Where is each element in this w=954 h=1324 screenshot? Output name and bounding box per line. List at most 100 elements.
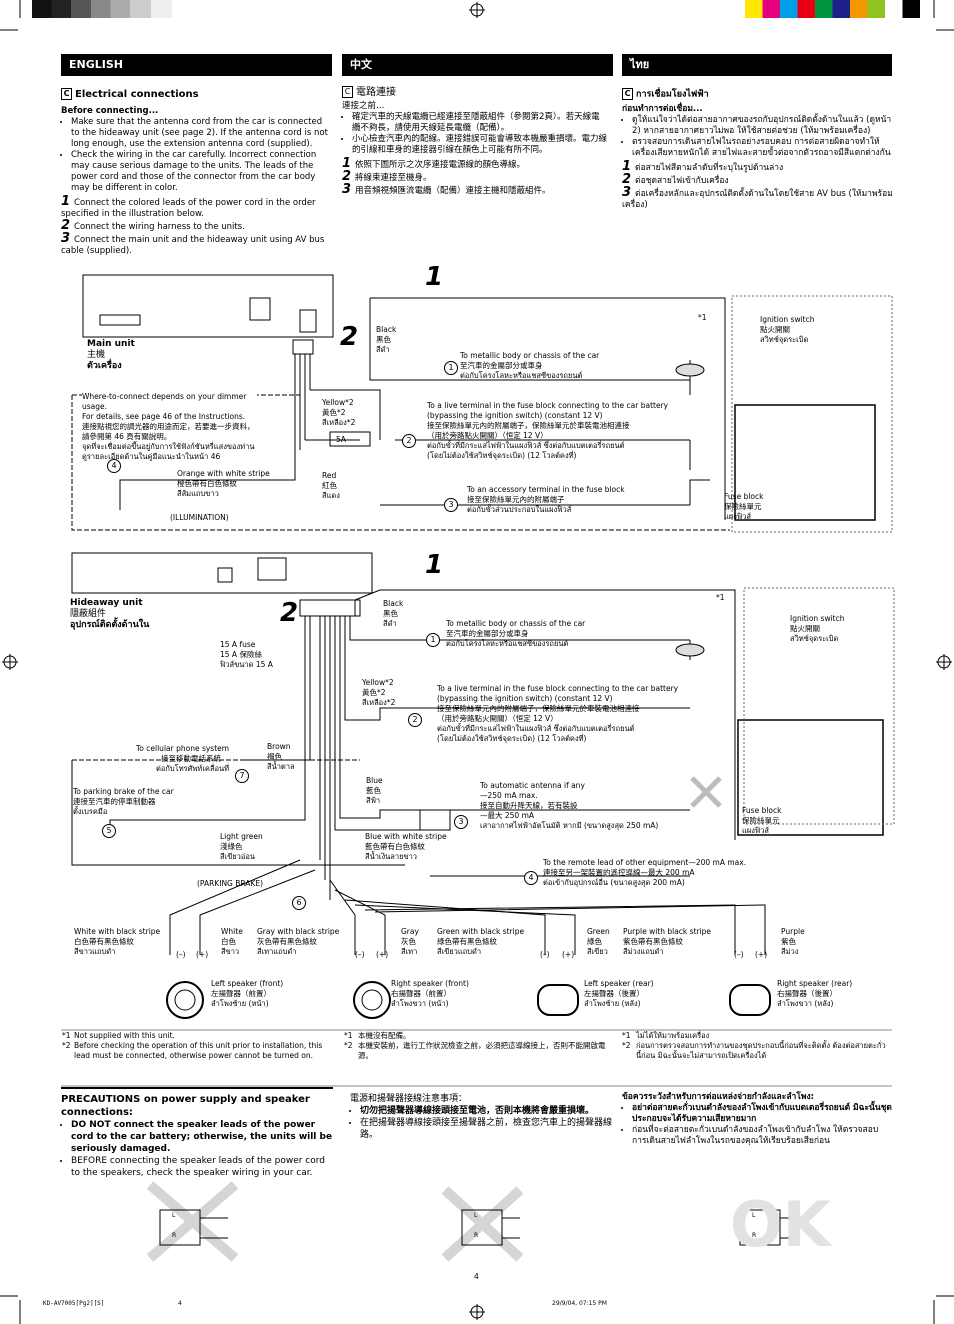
spk-right-rear: Right speaker (rear)右揚聲器（後置）ลำโพงขวา (หล… xyxy=(777,979,853,1008)
precautions-zh-2: 在把揚聲器導線接頭接至揚聲器之前，檢查您汽車上的揚聲器線路。 xyxy=(360,1117,612,1141)
d2-num-6: 6 xyxy=(292,896,306,910)
chinese-before: 連接之前… xyxy=(342,101,385,111)
spk4-plus: (+) xyxy=(755,950,768,959)
header-chinese: 中文 xyxy=(342,54,613,76)
d1-fuse-5a: 5A xyxy=(336,435,346,444)
thai-bullet-2: ตรวจสอบการเดินสายไฟในรถอย่างรอบคอบ การต่… xyxy=(632,137,894,159)
footer-date: 29/9/04, 07:15 PM xyxy=(552,1300,607,1307)
c-box: C xyxy=(61,88,72,100)
color-bar-gray xyxy=(32,0,172,18)
spk-left-front: Left speaker (front)左揚聲器（前置）ลำโพงซ้าย (ห… xyxy=(211,979,284,1008)
d2-num-3: 3 xyxy=(454,815,468,829)
d2-num-5: 5 xyxy=(102,824,116,838)
ok-r: R xyxy=(752,1232,757,1239)
spk1-plus: (+) xyxy=(196,950,209,959)
thai-bullet-1: ดูให้แน่ใจว่าได้ต่อสายอากาศของรถกับอุปกร… xyxy=(632,115,894,137)
main-unit-rear xyxy=(82,274,334,338)
callout-2-bottom: 2 xyxy=(280,598,299,628)
spk3-plus: (+) xyxy=(562,950,575,959)
precautions-th: ข้อควรระวังสำหรับการต่อแหล่งจ่ายกำลังและ… xyxy=(622,1092,892,1147)
d1-illumination: (ILLUMINATION) xyxy=(170,513,229,522)
main-unit-label: Main unit 主機 ตัวเครื่อง xyxy=(87,339,135,371)
chinese-bullet-1: 確定汽車的天線電纜已經連接至隱蔽組件（參閱第2頁）。若天線電纜不夠長，請使用天線… xyxy=(352,112,607,134)
precautions-th-2: ก่อนที่จะต่อสายตะกั่วเบนดำลังของลำโพงเข้… xyxy=(632,1125,892,1147)
d2-parking-brake: (PARKING BRAKE) xyxy=(197,879,264,888)
english-title: Electrical connections xyxy=(75,89,199,100)
ok-mark: OK xyxy=(730,1188,831,1261)
thai-title: การเชื่อมโยงไฟฟ้า xyxy=(636,89,709,100)
header-thai: ไทย xyxy=(622,54,892,76)
callout-1-top: 1 xyxy=(425,262,444,292)
d2-num-4: 4 xyxy=(524,871,538,885)
english-bullets: Make sure that the antenna cord from the… xyxy=(61,117,331,194)
english-bullet-1: Make sure that the antenna cord from the… xyxy=(71,117,331,150)
d2-num-7: 7 xyxy=(235,769,249,783)
precautions-th-title: ข้อควรระวังสำหรับการต่อแหล่งจ่ายกำลังและ… xyxy=(622,1092,815,1102)
spk3-minus: (–) xyxy=(540,950,550,959)
footer-filename: KD-AV7005[Pg2][S] xyxy=(43,1300,105,1307)
english-bullet-2: Check the wiring in the car carefully. I… xyxy=(71,150,331,194)
page-number: 4 xyxy=(474,1272,479,1281)
spk2-minus: (–) xyxy=(355,950,365,959)
d2-live-label: To a live terminal in the fuse block con… xyxy=(437,684,679,743)
d2-num-2: 2 xyxy=(408,713,422,727)
hideaway-unit-rear xyxy=(71,552,373,594)
precautions-th-1: อย่าต่อสายตะกั่วเบนดำลังของลำโพงเข้ากับแ… xyxy=(632,1103,892,1125)
callout-2-top: 2 xyxy=(340,322,359,352)
ng1-r: R xyxy=(172,1232,177,1239)
dimmer-note: Where-to-connect depends on your dimmer … xyxy=(82,392,257,462)
footer-num: 4 xyxy=(178,1300,182,1307)
d1-acc-label: To an accessory terminal in the fuse blo… xyxy=(467,485,625,514)
d1-num-2: 2 xyxy=(402,434,416,448)
precautions-zh-1: 切勿把揚聲器導線接頭接至電池，否則本機將會嚴重損壞。 xyxy=(360,1105,612,1117)
spk2-plus: (+) xyxy=(376,950,389,959)
d1-num-4: 4 xyxy=(107,459,121,473)
d1-num-1: 1 xyxy=(444,361,458,375)
d2-antenna-label: To automatic antenna if any—250 mA max.接… xyxy=(480,781,659,830)
spk-left-rear: Left speaker (rear)左揚聲器（後置）ลำโพงซ้าย (หล… xyxy=(584,979,654,1008)
color-bar-cmyk xyxy=(745,0,920,18)
d1-num-3: 3 xyxy=(444,498,458,512)
d2-remote-label: To the remote lead of other equipment—20… xyxy=(543,858,747,887)
spk1-minus: (–) xyxy=(176,950,186,959)
spk-right-front: Right speaker (front)右揚聲器（前置）ลำโพงขวา (ห… xyxy=(391,979,469,1008)
english-before: Before connecting... xyxy=(61,106,159,116)
precautions-en: PRECAUTIONS on power supply and speaker … xyxy=(61,1093,333,1179)
d1-live-label: To a live terminal in the fuse block con… xyxy=(427,401,669,460)
header-english: ENGLISH xyxy=(61,54,332,76)
ng2-l: L xyxy=(474,1212,478,1219)
chinese-bullets: 確定汽車的天線電纜已經連接至隱蔽組件（參閱第2頁）。若天線電纜不夠長，請使用天線… xyxy=(342,112,607,156)
d1-star1: *1 xyxy=(698,313,707,322)
